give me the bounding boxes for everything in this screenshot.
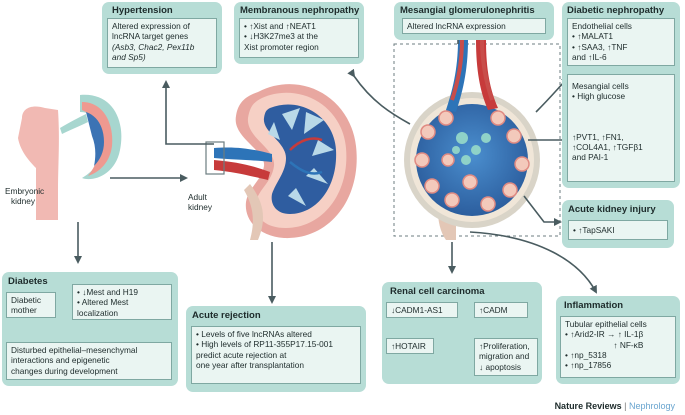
adult-kidney-illustration — [205, 84, 357, 240]
acute-kidney-injury-title: Acute kidney injury — [568, 204, 656, 215]
journal-name: Nephrology — [628, 401, 675, 411]
acute-kidney-injury-box: Acute kidney injury • ↑TapSAKI — [562, 200, 674, 248]
diabetes-result-text: Disturbed epithelial–mesenchymal interac… — [6, 342, 172, 380]
acute-rejection-box: Acute rejection • Levels of five lncRNAs… — [186, 306, 366, 392]
journal-credit: Nature Reviews | Nephrology — [555, 401, 675, 411]
diabetes-box: Diabetes Diabetic mother • ↓Mest and H19… — [2, 272, 178, 386]
cadm1-as1-text: ↓CADM1-AS1 — [386, 302, 458, 318]
membranous-nephropathy-box: Membranous nephropathy • ↑Xist and ↑NEAT… — [234, 2, 364, 64]
membranous-nephropathy-title: Membranous nephropathy — [240, 5, 360, 16]
mesangial-cells-text: Mesangial cells • High glucose ↑PVT1, ↑F… — [567, 74, 675, 182]
diabetic-mother-text: Diabetic mother — [6, 292, 56, 318]
glomerulus-illustration — [393, 39, 561, 240]
diabetic-nephropathy-box: Diabetic nephropathy Endothelial cells •… — [562, 2, 680, 188]
mesangial-glomerulonephritis-box: Mesangial glomerulonephritis Altered lnc… — [394, 2, 554, 40]
mesangial-glomerulonephritis-text: Altered lncRNA expression — [402, 18, 546, 34]
renal-cell-carcinoma-title: Renal cell carcinoma — [390, 286, 485, 297]
rcc-result-text: ↑Proliferation, migration and ↓ apoptosi… — [474, 338, 538, 376]
cadm-text: ↑CADM — [474, 302, 528, 318]
acute-rejection-text: • Levels of five lncRNAs altered • High … — [191, 326, 361, 384]
acute-rejection-title: Acute rejection — [192, 310, 261, 321]
hypertension-box: Hypertension Altered expression of lncRN… — [102, 2, 222, 74]
inflammation-text: Tubular epithelial cells • ↑Arid2-IR → ↑… — [560, 316, 676, 378]
endothelial-cells-text: Endothelial cells • ↑MALAT1 • ↑SAA3, ↑TN… — [567, 18, 675, 66]
hotair-text: ↑HOTAIR — [386, 338, 434, 354]
embryonic-kidney-illustration — [18, 94, 122, 220]
acute-kidney-injury-text: • ↑TapSAKI — [568, 220, 668, 240]
adult-kidney-label: Adult kidney — [188, 192, 212, 212]
hypertension-text: Altered expression of lncRNA target gene… — [107, 18, 217, 68]
diabetes-title: Diabetes — [8, 276, 48, 287]
credit-separator: | — [624, 401, 627, 411]
inflammation-box: Inflammation Tubular epithelial cells • … — [556, 296, 680, 384]
mesangial-glomerulonephritis-title: Mesangial glomerulonephritis — [400, 5, 535, 16]
hypertension-title: Hypertension — [112, 5, 173, 16]
renal-cell-carcinoma-box: Renal cell carcinoma ↓CADM1-AS1 ↑CADM ↑H… — [382, 282, 542, 384]
diabetic-nephropathy-title: Diabetic nephropathy — [567, 5, 665, 16]
inflammation-title: Inflammation — [564, 300, 624, 311]
diabetes-effects-text: • ↓Mest and H19 • Altered Mest localizat… — [72, 284, 172, 320]
embryonic-kidney-label: Embryonic kidney — [5, 186, 45, 206]
publisher-name: Nature Reviews — [554, 401, 622, 411]
membranous-nephropathy-text: • ↑Xist and ↑NEAT1 • ↓H3K27me3 at the Xi… — [239, 18, 359, 58]
